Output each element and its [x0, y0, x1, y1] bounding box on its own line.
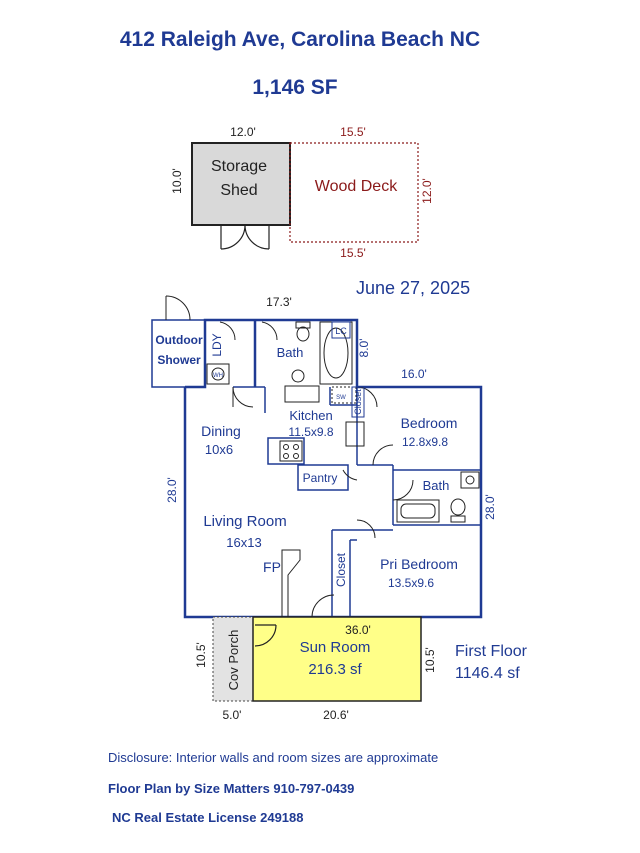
outdoor-shower	[151, 319, 206, 388]
sw-label: SW	[336, 395, 346, 401]
ldy-label: LDY	[210, 333, 224, 356]
disclosure: Disclosure: Interior walls and room size…	[108, 750, 439, 765]
floor-area: 1146.4 sf	[455, 665, 520, 682]
door-swings	[219, 321, 414, 618]
dim-sun-width: 36.0'	[345, 623, 371, 637]
plan-title: 412 Raleigh Ave, Carolina Beach NC	[119, 28, 481, 51]
dim-deck-top: 15.5'	[340, 125, 366, 139]
cov-porch-label: Cov Porch	[226, 630, 241, 691]
bedroom-label: Bedroom	[401, 415, 458, 431]
dim-sun-right: 10.5'	[423, 647, 437, 673]
outdoor-shower-label-1: Outdoor	[155, 333, 203, 347]
dim-bedroom-width: 16.0'	[401, 367, 427, 381]
sun-room-door	[254, 624, 277, 647]
floor-name: First Floor	[455, 643, 528, 660]
shed-label-1: Storage	[211, 158, 267, 175]
covered-porch	[212, 616, 254, 702]
wood-deck	[289, 142, 419, 243]
pri-closet-label: Closet	[334, 552, 348, 587]
dim-sun-left: 10.5'	[194, 642, 208, 668]
kitchen-closet	[351, 386, 365, 418]
storage-shed	[191, 142, 291, 226]
dim-house-left: 28.0'	[165, 477, 179, 503]
sun-room	[252, 616, 422, 702]
dim-shed-width: 12.0'	[230, 125, 256, 139]
dim-sun-bottom: 20.6'	[323, 708, 349, 722]
shed-door	[220, 224, 270, 250]
fp-label: FP	[263, 559, 281, 575]
bath-lower-label: Bath	[423, 478, 450, 493]
bath-upper-label: Bath	[277, 345, 304, 360]
deck-label: Wood Deck	[315, 178, 398, 195]
shed-label-2: Shed	[220, 182, 257, 199]
pri-bedroom-size: 13.5x9.6	[388, 576, 434, 590]
dim-shed-depth: 10.0'	[170, 168, 184, 194]
wh-label: WH	[213, 373, 223, 379]
sun-room-label: Sun Room	[300, 639, 371, 656]
fixtures	[206, 321, 480, 617]
living-room-size: 16x13	[226, 535, 261, 550]
living-room-label: Living Room	[203, 513, 286, 530]
dim-house-right: 28.0'	[483, 494, 497, 520]
lc-closet	[331, 321, 351, 339]
bedroom-size: 12.8x9.8	[402, 435, 448, 449]
dim-bath-depth: 8.0'	[357, 339, 371, 358]
license: NC Real Estate License 249188	[112, 810, 304, 825]
interior-walls	[233, 386, 481, 617]
credit: Floor Plan by Size Matters 910-797-0439	[108, 781, 355, 796]
dim-deck-right: 12.0'	[420, 178, 434, 204]
floor-plan: Storage Shed Wood Deck 12.0' 10.0' 15.5'…	[151, 125, 528, 722]
plan-date: June 27, 2025	[356, 278, 471, 298]
dim-porch-width: 5.0'	[223, 708, 242, 722]
dining-label: Dining	[201, 423, 241, 439]
kitchen-label: Kitchen	[289, 408, 332, 423]
total-area: 1,146 SF	[252, 76, 338, 99]
pantry-label: Pantry	[303, 471, 338, 485]
dim-deck-bottom: 15.5'	[340, 246, 366, 260]
shower-door	[165, 295, 191, 321]
outdoor-shower-label-2: Shower	[157, 353, 201, 367]
kitchen-size: 11.5x9.8	[288, 425, 333, 439]
dining-size: 10x6	[205, 442, 233, 457]
dim-annex-width: 17.3'	[266, 295, 292, 309]
lc-label: LC	[335, 326, 347, 336]
pri-bedroom-label: Pri Bedroom	[380, 556, 458, 572]
kitchen-closet-label: Closet	[353, 389, 363, 415]
sun-room-size: 216.3 sf	[308, 661, 362, 678]
